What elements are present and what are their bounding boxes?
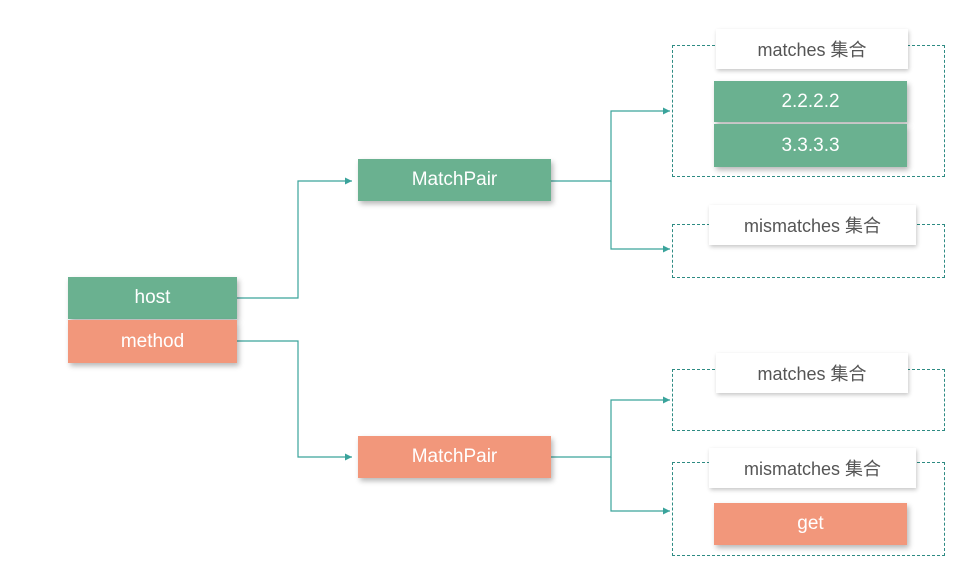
connector-matchpair-1-to-matches: [551, 107, 670, 182]
matches-group-2-label: matches 集合: [716, 353, 908, 393]
matches-group-1-label: matches 集合: [716, 29, 908, 69]
match-item: 2.2.2.2: [714, 81, 907, 122]
mismatch-item: get: [714, 503, 907, 545]
connector-matchpair-2-to-mismatches: [610, 457, 670, 515]
mismatches-group-2-label: mismatches 集合: [709, 448, 916, 488]
matchpair-node-2: MatchPair: [358, 436, 551, 478]
connector-host-to-matchpair-1: [237, 177, 352, 299]
connector-matchpair-2-to-matches: [551, 396, 670, 458]
connector-matchpair-1-to-mismatches: [610, 181, 670, 253]
connector-method-to-matchpair-2: [237, 340, 352, 461]
method-node: method: [68, 320, 237, 363]
match-item: 3.3.3.3: [714, 124, 907, 167]
host-node: host: [68, 277, 237, 319]
matchpair-node-1: MatchPair: [358, 159, 551, 201]
mismatches-group-1-label: mismatches 集合: [709, 205, 916, 245]
